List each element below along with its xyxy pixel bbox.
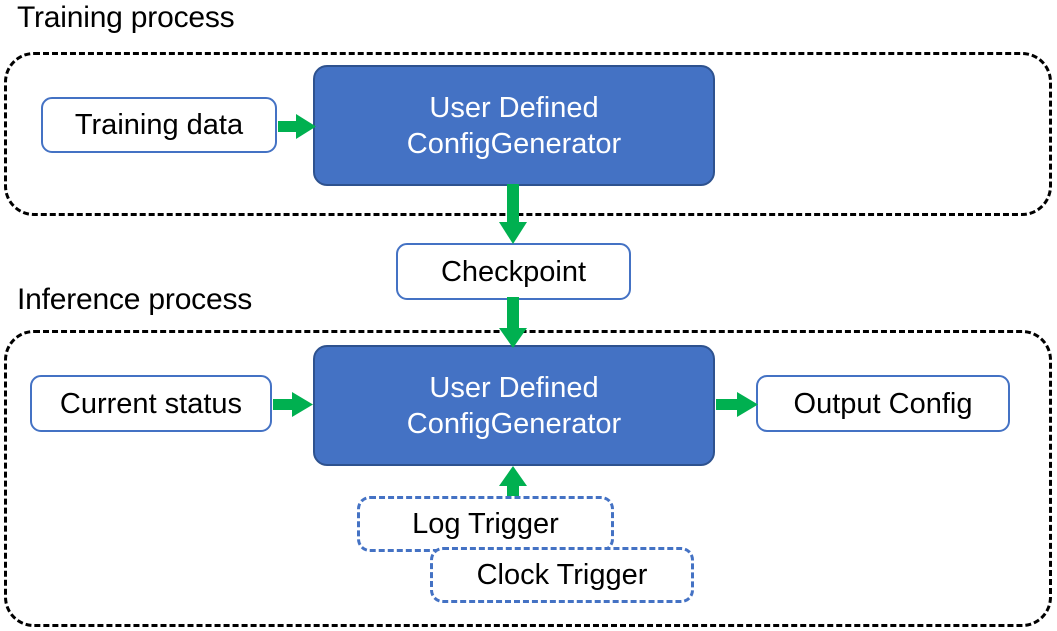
training-config-generator-box[interactable]: User Defined ConfigGenerator — [313, 65, 715, 186]
inference-process-container — [4, 330, 1052, 627]
log-trigger-box[interactable]: Log Trigger — [357, 496, 614, 552]
inference-generator-line1: User Defined — [429, 371, 599, 404]
arrow-current-status-to-generator — [273, 392, 313, 417]
checkpoint-box[interactable]: Checkpoint — [396, 243, 631, 300]
arrow-generator-to-output-config — [716, 392, 758, 417]
output-config-box[interactable]: Output Config — [756, 375, 1010, 432]
training-process-container — [4, 52, 1052, 216]
inference-generator-line2: ConfigGenerator — [406, 407, 622, 440]
arrow-training-data-to-generator — [278, 114, 316, 139]
training-generator-line1: User Defined — [429, 91, 599, 124]
arrow-checkpoint-to-generator — [499, 297, 527, 348]
training-process-title: Training process — [17, 1, 235, 34]
inference-process-title: Inference process — [17, 283, 253, 316]
training-data-box[interactable]: Training data — [41, 97, 277, 153]
training-generator-line2: ConfigGenerator — [406, 127, 622, 160]
clock-trigger-box[interactable]: Clock Trigger — [430, 547, 694, 603]
arrow-generator-to-checkpoint — [499, 184, 527, 244]
inference-config-generator-box[interactable]: User Defined ConfigGenerator — [313, 345, 715, 466]
current-status-box[interactable]: Current status — [30, 375, 272, 432]
